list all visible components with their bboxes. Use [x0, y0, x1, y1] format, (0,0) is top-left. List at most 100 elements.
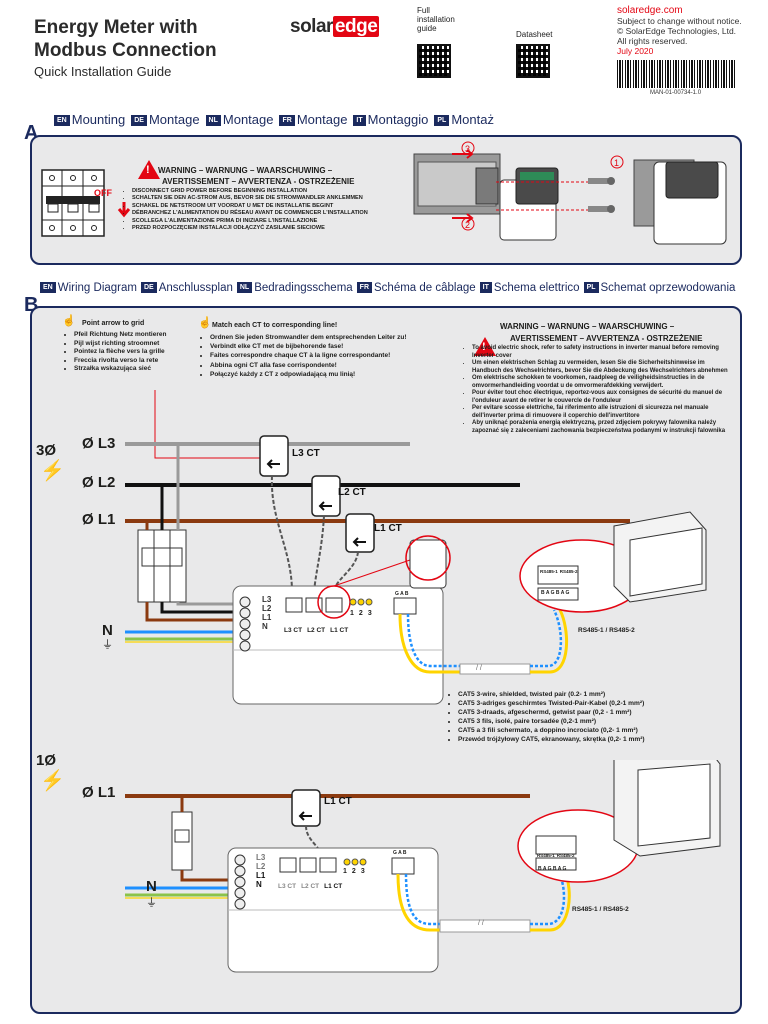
three-phase-label: 3Ø [36, 442, 57, 459]
date-text: July 2020 [617, 46, 654, 56]
ct-label-l2: L2 CT [338, 487, 366, 498]
warning-item: SCHALTEN SIE DEN AC-STROM AUS, BEVOR SIE… [132, 195, 422, 202]
qr-code-guide[interactable] [417, 44, 451, 78]
ct-port-l3: L3 CT [284, 627, 303, 634]
rs485-caption: RS485-1 / RS485-2 [578, 627, 635, 634]
terminal-l1: L1 [262, 613, 272, 622]
single-phase-label: 1Ø [36, 752, 57, 769]
rights-text: All rights reserved. [617, 36, 688, 46]
arrow-note-item: Pfeil Richtung Netz montieren [74, 331, 204, 340]
arrow-note-item: Freccia rivolta verso la rete [74, 357, 204, 366]
cable-mark: / / [476, 665, 482, 672]
warning-triangle-icon [474, 337, 496, 356]
ct-label-l1: L1 CT [324, 796, 352, 807]
logo-solar-text: solar [290, 16, 333, 37]
cable-spec-item: CAT5 3-draads, afgeschermd, getwist paar… [458, 708, 718, 717]
notice-text: Subject to change without notice. [617, 16, 742, 26]
document-subtitle: Quick Installation Guide [34, 64, 172, 79]
neutral-label: N [146, 878, 157, 895]
led-1: 1 [350, 610, 354, 617]
line-label-l3: Ø L3 [82, 435, 116, 452]
ct-label-l3: L3 CT [292, 448, 320, 459]
led-3: 3 [367, 610, 372, 617]
rs485-caption: RS485-1 / RS485-2 [572, 906, 629, 913]
warning-item: Pour éviter tout choc électrique, report… [472, 390, 734, 405]
ct-port-l1: L1 CT [330, 627, 349, 634]
warning-item: SCOLLEGA L'ALIMENTAZIONE PRIMA DI INIZIA… [132, 218, 422, 225]
hand-pointer-icon: ☝ [198, 317, 212, 329]
pylon-icon: ⚡ [40, 770, 65, 792]
line-label-l1: Ø L1 [82, 784, 116, 801]
match-note-item: Połączyć każdy z CT z odpowiadającą mu l… [210, 370, 440, 379]
line-label-l1: Ø L1 [82, 511, 116, 528]
barcode [617, 60, 737, 88]
qr-code-datasheet[interactable] [516, 44, 550, 78]
pylon-icon: ⚡ [40, 460, 65, 482]
ground-icon: ⏚ [102, 639, 113, 651]
terminal-l1: L1 [256, 871, 266, 880]
led-labels: 1 2 3 [350, 610, 372, 617]
terminal-n: N [256, 880, 262, 889]
section-a-warning-title-1: WARNING – WARNUNG – WAARSCHUWING – [158, 166, 333, 175]
off-label: OFF [94, 188, 112, 198]
led-2: 2 [358, 610, 363, 617]
ct-label-l1: L1 CT [374, 523, 402, 534]
ct-port-labels: L3 CT L2 CT L1 CT [284, 627, 348, 634]
title-line-2: Modbus Connection [34, 40, 217, 61]
terminal-l3: L3 [262, 595, 272, 604]
warning-triangle-icon [138, 160, 160, 179]
ct-port-l3: L3 CT [278, 883, 297, 890]
warning-item: DISCONNECT GRID POWER BEFORE BEGINNING I… [132, 188, 422, 195]
din-rail-mounting-illustration: 1 2 3 [413, 141, 727, 245]
terminal-n: N [262, 622, 268, 631]
step-2-number: 2 [465, 220, 470, 230]
arrow-note-list: Pfeil Richtung Netz montieren Pijl wijst… [64, 331, 204, 374]
match-note-list: Ordnen Sie jeden Stromwandler dem entspr… [200, 333, 440, 379]
ct-port-l2: L2 CT [301, 883, 320, 890]
warning-item: Um einen elektrischen Schlag zu vermeide… [472, 360, 734, 375]
bag-label: B A G B A G [538, 866, 567, 872]
step-1-number: 1 [614, 158, 619, 168]
warning-item: DÉBRANCHEZ L'ALIMENTATION DU RÉSEAU AVAN… [132, 210, 422, 217]
section-a-warning-list: DISCONNECT GRID POWER BEFORE BEGINNING I… [122, 188, 422, 232]
led-3: 3 [360, 868, 365, 875]
led-1: 1 [343, 868, 347, 875]
cable-spec-list: CAT5 3-wire, shielded, twisted pair (0.2… [448, 690, 718, 744]
arrow-note-item: Strzałka wskazująca sieć [74, 365, 204, 374]
step-3-number: 3 [465, 144, 470, 154]
single-phase-wiring-diagram [125, 760, 721, 973]
qr-guide-label: Full installation guide [417, 6, 455, 33]
section-a-warning-title-2: AVERTISSEMENT – AVVERTENZA - OSTRZEŻENIE [162, 177, 355, 186]
section-b-warning-title-2: AVERTISSEMENT – AVVERTENZA - OSTRZEŻENIE [510, 334, 703, 343]
warning-item: Om elektrische schokken te voorkomen, ra… [472, 375, 734, 390]
company-url[interactable]: solaredge.com [617, 5, 683, 16]
warning-item: Aby uniknąć porażenia energią elektryczn… [472, 420, 734, 435]
logo-edge-text: edge [332, 16, 380, 37]
led-2: 2 [351, 868, 356, 875]
arrow-note-item: Pointez la flèche vers la grille [74, 348, 204, 357]
section-a-panel [30, 135, 742, 265]
match-note-item: Faites correspondre chaque CT à la ligne… [210, 351, 440, 360]
line-label-l2: Ø L2 [82, 474, 116, 491]
gab-label: G A B [395, 591, 409, 597]
cable-spec-item: CAT5 a 3 fili schermato, a doppino incro… [458, 726, 718, 735]
ct-port-l1: L1 CT [324, 883, 343, 890]
cable-spec-item: CAT5 3 fils, isolé, paire torsadée (0,2-… [458, 717, 718, 726]
match-note-item: Abbina ogni CT alla fase corrispondente! [210, 361, 440, 370]
gab-label: G A B [393, 850, 407, 856]
copyright-text: © SolarEdge Technologies, Ltd. [617, 26, 737, 36]
arrow-note-item: Pijl wijst richting stroomnet [74, 340, 204, 349]
neutral-label: N [102, 622, 113, 639]
ground-icon: ⏚ [146, 897, 157, 909]
cable-spec-item: CAT5 3-adriges geschirmtes Twisted-Pair-… [458, 699, 718, 708]
